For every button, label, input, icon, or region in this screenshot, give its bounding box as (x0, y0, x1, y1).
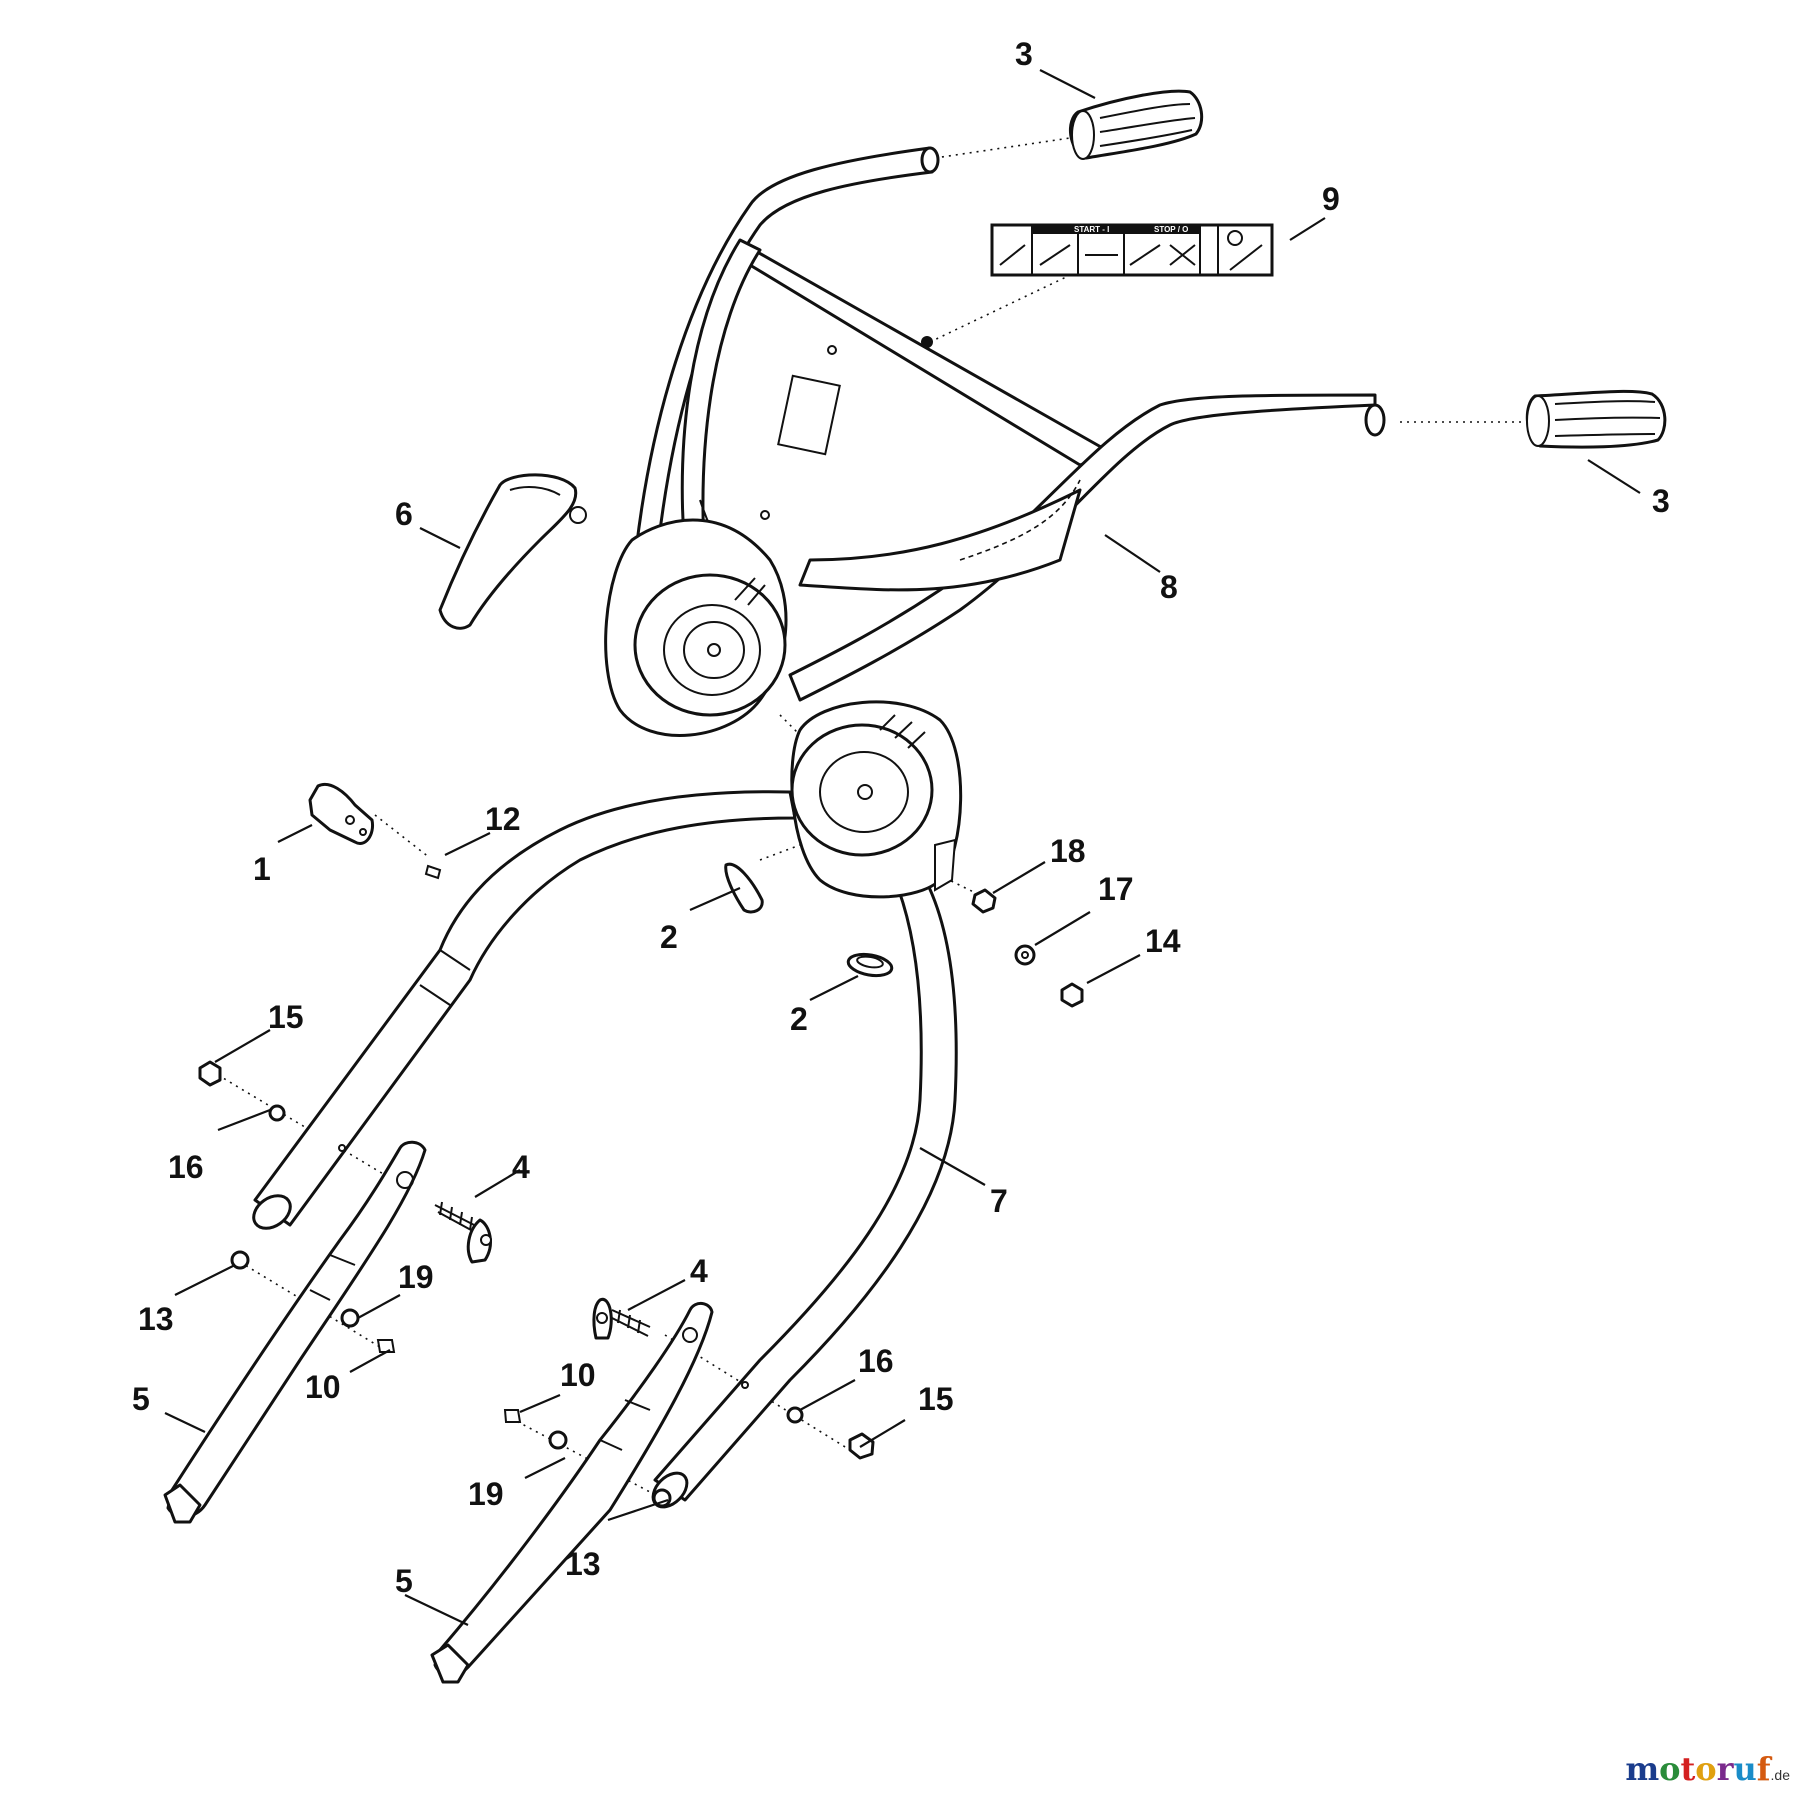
callout-13-b: 13 (565, 1546, 601, 1582)
watermark-letter: t (1680, 1750, 1696, 1788)
washer-19a (340, 1308, 360, 1328)
callout-10-b: 10 (560, 1357, 596, 1393)
washer-16b (786, 1406, 804, 1424)
nut-13a (230, 1250, 250, 1270)
grip-upper (1068, 89, 1204, 160)
bolt-10a (376, 1339, 396, 1353)
nut-13b (652, 1488, 672, 1508)
nut-18 (971, 888, 997, 914)
callout-13-a: 13 (138, 1301, 174, 1337)
decal-stop-label: STOP / O (1154, 225, 1188, 234)
callout-3-top: 3 (1015, 36, 1033, 72)
callout-15-a: 15 (268, 999, 304, 1035)
watermark-letter: f (1756, 1750, 1771, 1788)
bracket-a (163, 1140, 427, 1524)
callout-8: 8 (1160, 569, 1178, 605)
upper-handle (604, 146, 1386, 737)
watermark-logo: motoruf.de (1625, 1750, 1790, 1788)
callout-15-b: 15 (918, 1381, 954, 1417)
callout-18: 18 (1050, 833, 1086, 869)
bolt-10b (503, 1409, 522, 1423)
callout-19-a: 19 (398, 1259, 434, 1295)
callout-4-a: 4 (512, 1149, 530, 1185)
callout-1: 1 (253, 851, 271, 887)
callout-14: 14 (1145, 923, 1181, 959)
grip-right (1525, 389, 1667, 449)
callout-3-right: 3 (1652, 483, 1670, 519)
screw-12 (424, 864, 442, 880)
callout-6: 6 (395, 496, 413, 532)
watermark-letter: u (1733, 1750, 1757, 1788)
callout-16-b: 16 (858, 1343, 894, 1379)
watermark-letter: o (1659, 1750, 1681, 1788)
callout-5-b: 5 (395, 1563, 413, 1599)
washer-16a (268, 1104, 286, 1122)
nut-14 (1060, 982, 1084, 1008)
bracket-b (430, 1302, 714, 1684)
callout-10-a: 10 (305, 1369, 341, 1405)
callout-2-b: 2 (790, 1001, 808, 1037)
cable-clip (308, 783, 375, 845)
callout-12: 12 (485, 801, 521, 837)
watermark-suffix: .de (1770, 1767, 1790, 1783)
callout-7: 7 (990, 1183, 1008, 1219)
washer-17 (1014, 944, 1036, 966)
watermark-letter: r (1716, 1750, 1734, 1788)
callout-numbers: 3 3 9 6 8 1 12 18 17 14 2 2 15 16 4 7 13… (132, 36, 1670, 1599)
callout-2-a: 2 (660, 919, 678, 955)
hardware (198, 864, 1084, 1508)
watermark-letter: o (1695, 1750, 1717, 1788)
control-decal: START - I STOP / O (990, 223, 1274, 277)
lock-bolt-a (434, 1201, 492, 1264)
callout-16-a: 16 (168, 1149, 204, 1185)
grommet-b (846, 952, 894, 978)
decal-start-label: START - I (1074, 225, 1109, 234)
grommet-a (724, 862, 764, 914)
callout-4-b: 4 (690, 1253, 708, 1289)
lower-handle (252, 700, 963, 1509)
callout-9: 9 (1322, 181, 1340, 217)
callout-5-a: 5 (132, 1381, 150, 1417)
nut-15a (198, 1060, 222, 1087)
callout-19-b: 19 (468, 1476, 504, 1512)
washer-19b (548, 1430, 568, 1450)
watermark-letter: m (1625, 1750, 1660, 1788)
lever (438, 473, 587, 630)
callout-17: 17 (1098, 871, 1134, 907)
lock-bolt-b (592, 1297, 651, 1340)
leader-lines (164, 69, 1641, 1626)
